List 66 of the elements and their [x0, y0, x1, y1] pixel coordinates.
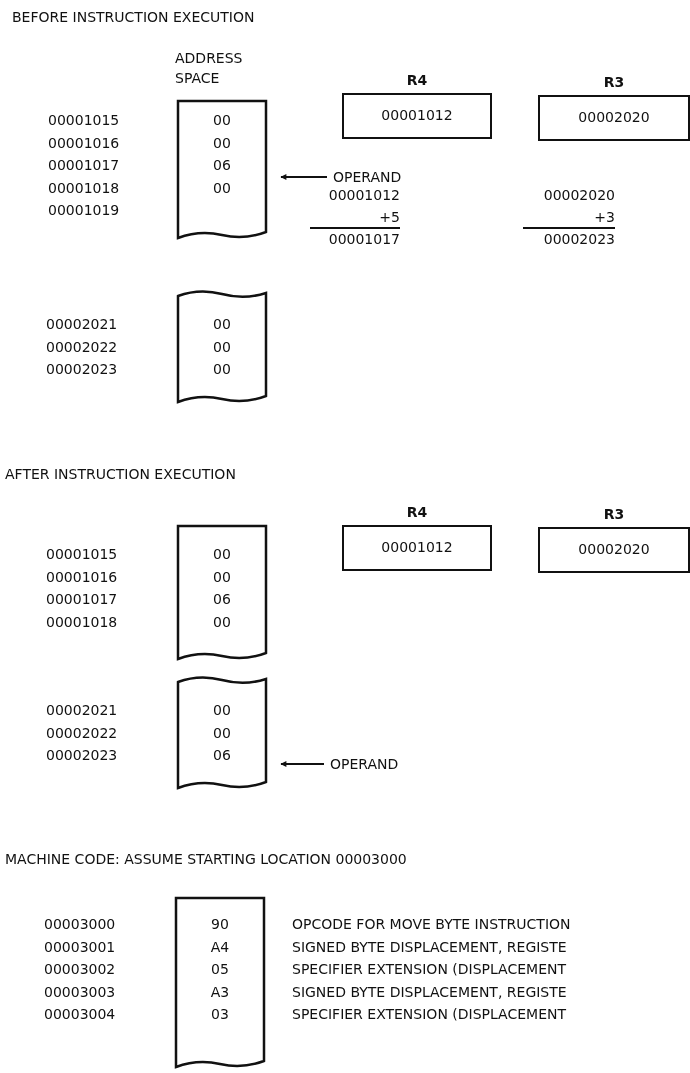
- byte-value: 06: [212, 590, 232, 608]
- address-label: 00002023: [46, 360, 118, 378]
- address-label: 00002021: [46, 315, 118, 333]
- byte-value: 00: [212, 612, 232, 631]
- byte-value: 00: [212, 111, 232, 129]
- address-label: 00003001: [44, 937, 116, 956]
- byte-value: A4: [209, 937, 231, 956]
- column-heading: ADDRESS SPACE: [175, 49, 244, 88]
- register-name: R3: [602, 505, 626, 523]
- byte-value: A3: [209, 982, 231, 1001]
- byte-value: 00: [212, 337, 232, 356]
- byte-description: SIGNED BYTE DISPLACEMENT, REGISTE: [292, 937, 567, 956]
- byte-value: 90: [210, 915, 230, 933]
- address-sum-line: 00002020: [542, 186, 615, 204]
- address-sum-line: 00001017: [327, 230, 400, 248]
- address-label: 00001016: [46, 567, 118, 586]
- address-label: 00003000: [44, 915, 116, 933]
- arrow: [280, 761, 325, 767]
- register-value: 00001012: [342, 525, 492, 571]
- register-name: R3: [602, 73, 626, 91]
- byte-description: SPECIFIER EXTENSION (DISPLACEMENT: [292, 1005, 567, 1023]
- address-label: 00002022: [46, 723, 118, 742]
- byte-value: 00: [212, 723, 232, 742]
- address-label: 00001018: [46, 612, 118, 631]
- address-label: 00002022: [46, 337, 118, 356]
- register-name: R4: [405, 503, 429, 521]
- arrow: [280, 174, 328, 180]
- byte-value: 00: [212, 567, 232, 586]
- address-label: 00001017: [46, 590, 118, 608]
- address-label: 00001019: [48, 201, 120, 219]
- byte-value: 00: [212, 178, 232, 197]
- section-heading: AFTER INSTRUCTION EXECUTION: [5, 465, 236, 483]
- byte-description: SIGNED BYTE DISPLACEMENT, REGISTE: [292, 982, 567, 1001]
- byte-value: 00: [212, 315, 232, 333]
- address-sum-line: 00002023: [542, 230, 615, 248]
- address-label: 00002023: [46, 746, 118, 764]
- address-sum-line: +5: [310, 208, 400, 229]
- byte-value: 03: [210, 1005, 230, 1023]
- section-heading: BEFORE INSTRUCTION EXECUTION: [12, 8, 255, 26]
- address-label: 00001015: [46, 545, 118, 563]
- address-label: 00001017: [48, 156, 120, 174]
- address-sum-line: +3: [523, 208, 615, 229]
- byte-value: 06: [212, 156, 232, 174]
- byte-value: 00: [212, 701, 232, 719]
- byte-description: SPECIFIER EXTENSION (DISPLACEMENT: [292, 960, 567, 978]
- address-label: 00002021: [46, 701, 118, 719]
- byte-value: 06: [212, 746, 232, 764]
- byte-value: 00: [212, 360, 232, 378]
- address-label: 00003002: [44, 960, 116, 978]
- section-heading: MACHINE CODE: ASSUME STARTING LOCATION 00003000: [5, 850, 407, 868]
- address-label: 00001018: [48, 178, 120, 197]
- byte-value: 05: [210, 960, 230, 978]
- byte-value: 00: [212, 545, 232, 563]
- register-value: 00001012: [342, 93, 492, 139]
- register-value: 00002020: [538, 95, 690, 141]
- address-label: 00001015: [48, 111, 120, 129]
- address-label: 00003003: [44, 982, 116, 1001]
- register-name: R4: [405, 71, 429, 89]
- byte-description: OPCODE FOR MOVE BYTE INSTRUCTION: [292, 915, 571, 933]
- register-value: 00002020: [538, 527, 690, 573]
- address-label: 00001016: [48, 133, 120, 152]
- byte-value: 00: [212, 133, 232, 152]
- address-label: 00003004: [44, 1005, 116, 1023]
- operand-label: OPERAND: [330, 755, 399, 773]
- address-sum-line: 00001012: [327, 186, 400, 204]
- operand-label: OPERAND: [333, 168, 402, 186]
